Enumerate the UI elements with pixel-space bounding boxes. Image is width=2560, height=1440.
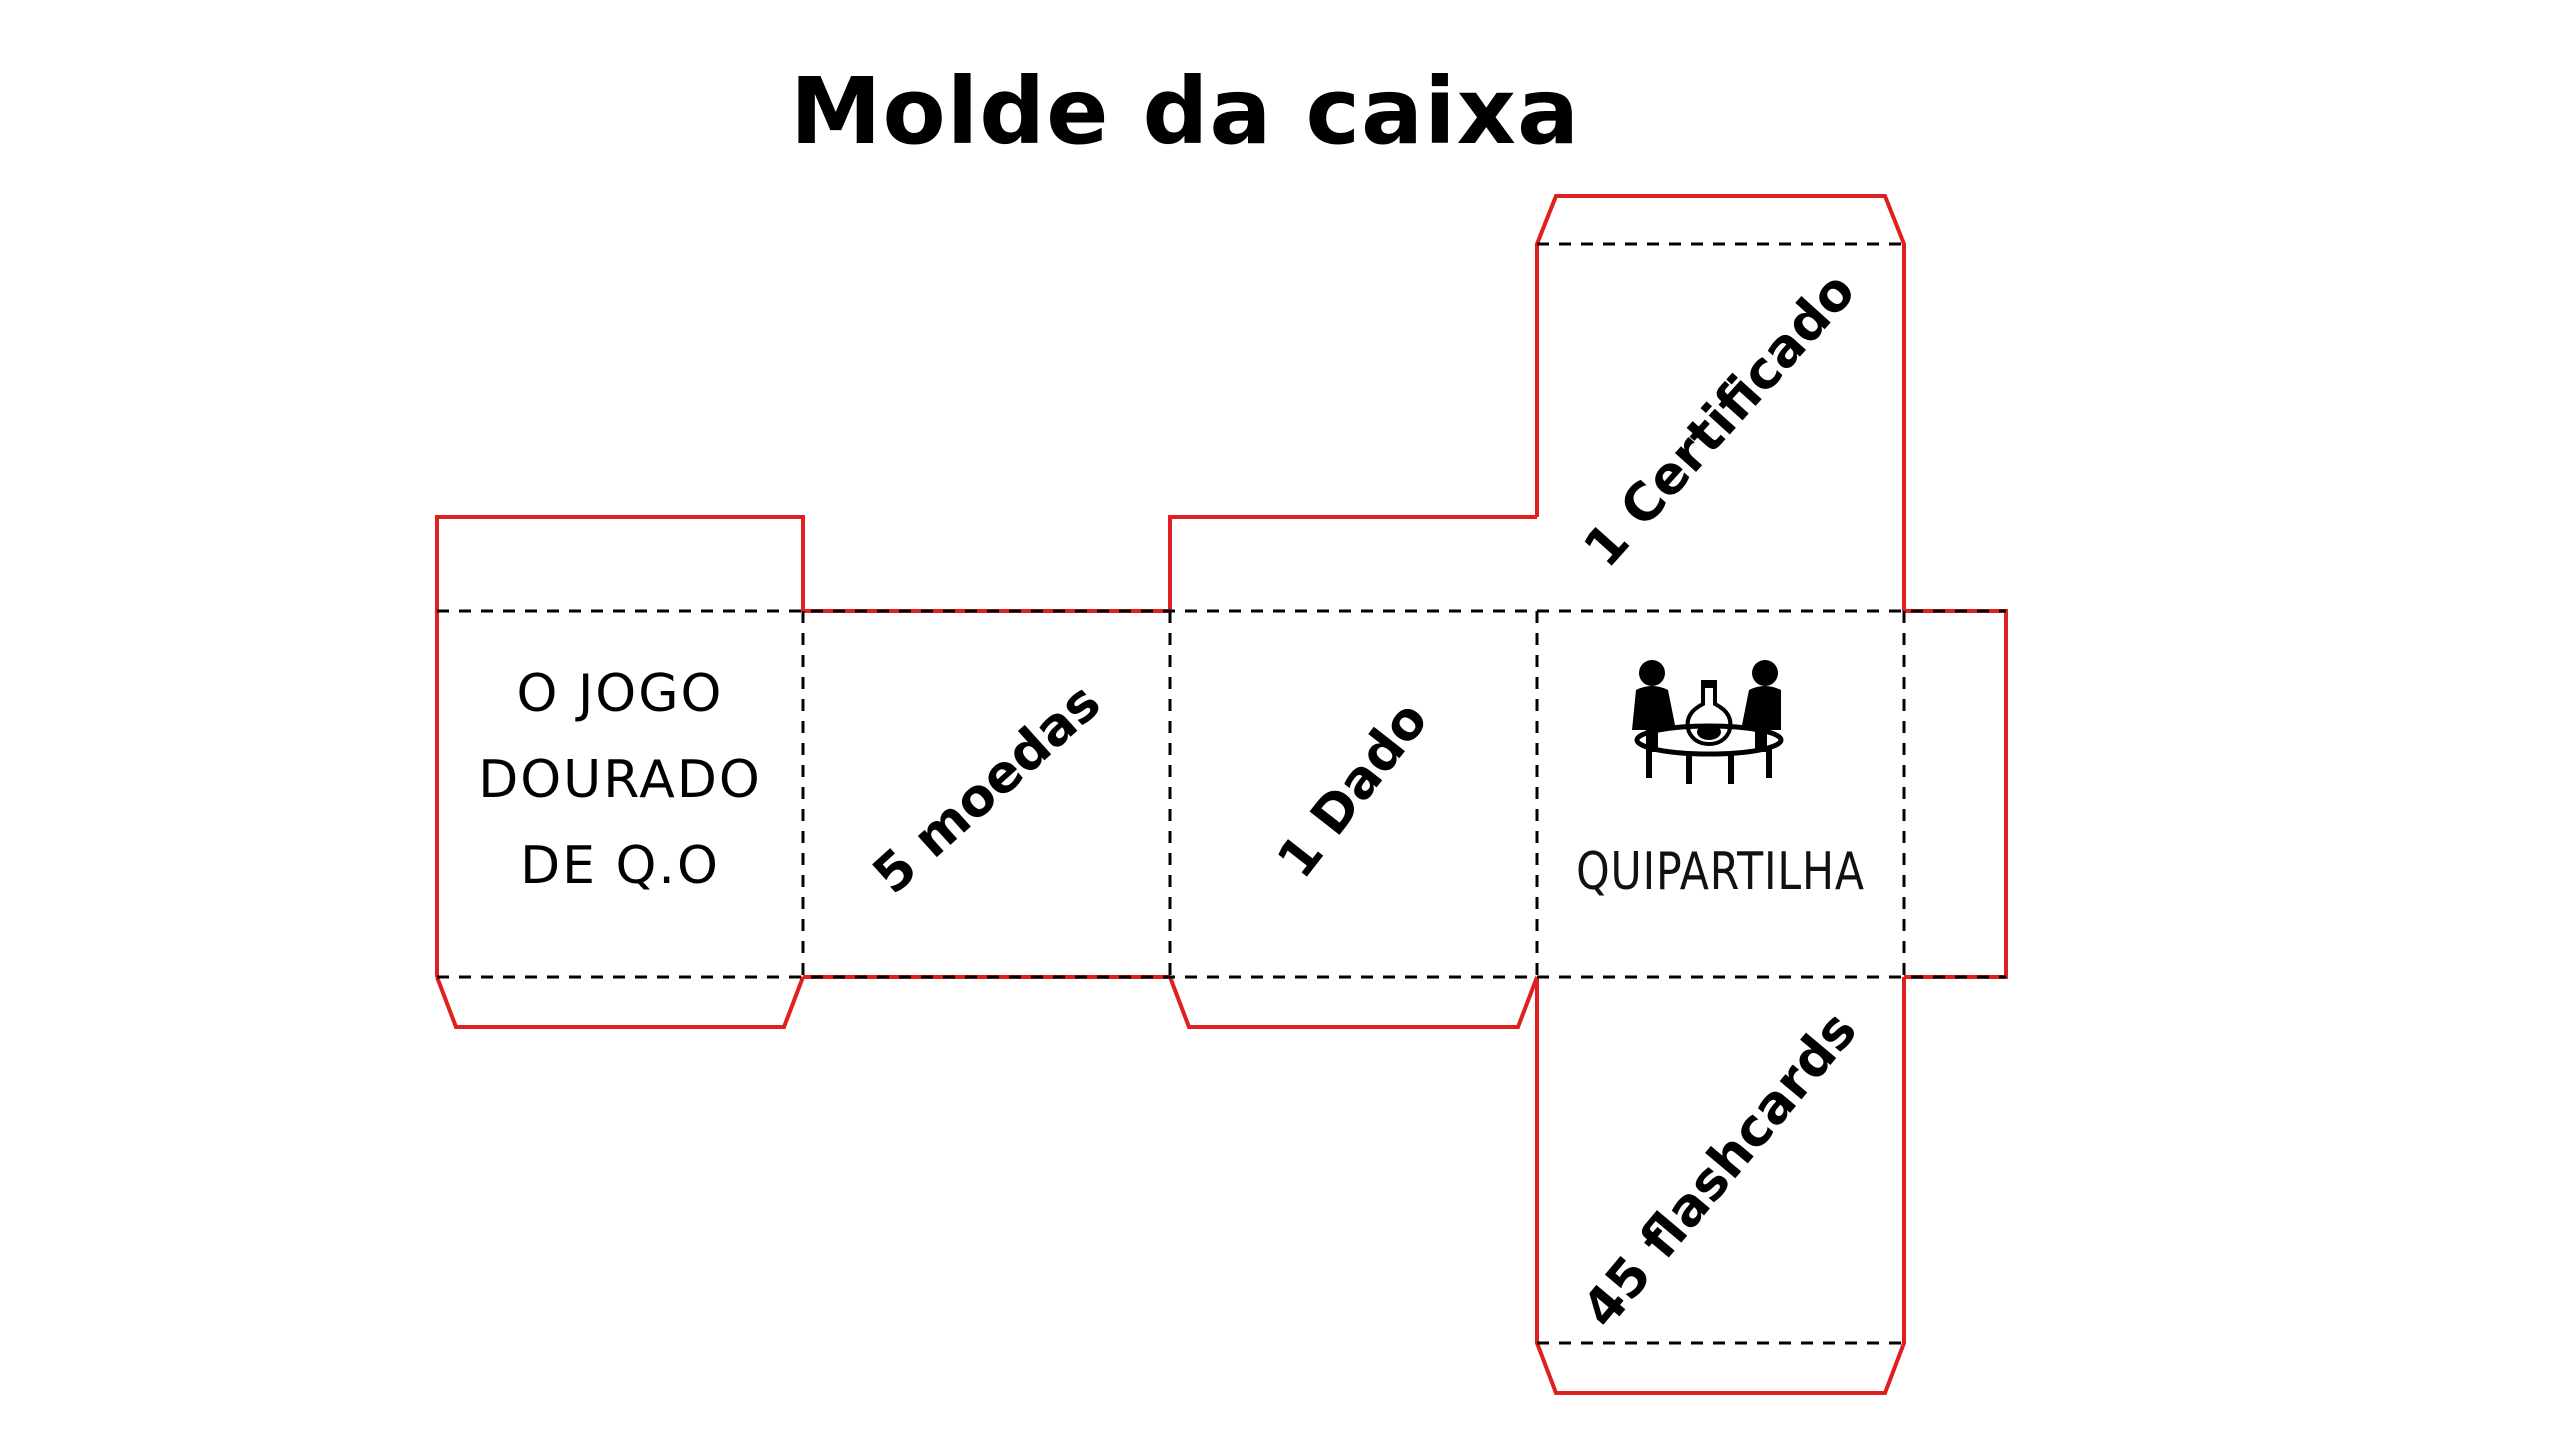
top-face-edges	[1535, 194, 1906, 611]
bottom-face-edges	[1535, 977, 1906, 1395]
front-top-flap	[435, 515, 805, 611]
front-line-3: DE Q.O	[520, 836, 720, 896]
people-around-table-flask-icon	[1632, 660, 1784, 784]
right-flap	[1904, 609, 2008, 979]
back-top-flap	[1168, 515, 1537, 611]
front-bottom-flap	[435, 976, 805, 1029]
back-bottom-flap	[1168, 976, 1539, 1029]
front-line-1: O JOGO	[516, 664, 724, 724]
front-line-2: DOURADO	[478, 750, 762, 810]
fold-lines	[437, 242, 2006, 1345]
page-title: Molde da caixa	[789, 58, 1581, 165]
logo-brand: QUIPARTILHA	[1576, 842, 1865, 902]
